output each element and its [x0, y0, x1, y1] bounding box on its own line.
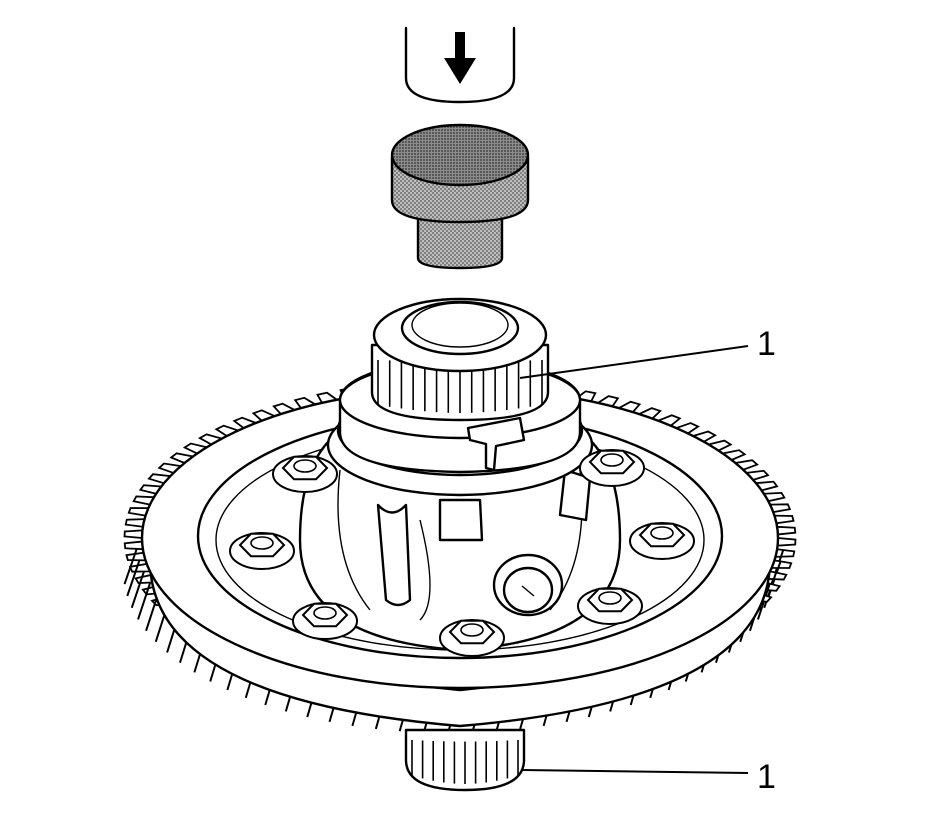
gear-tooth-face [126, 560, 141, 597]
gear-tooth [123, 540, 144, 551]
callout-label: 1 [757, 325, 776, 363]
gear-tooth [774, 548, 796, 558]
upper-bearing [370, 297, 550, 422]
gear-tooth-face [130, 571, 145, 609]
gear-tooth [776, 537, 797, 547]
gear-tooth [776, 525, 797, 536]
bearing-installer-tool [390, 123, 530, 270]
down-arrow-icon [444, 32, 476, 84]
hex-nut [229, 532, 295, 570]
callout-upper-bearing: 1 [519, 325, 776, 379]
hex-nut [292, 602, 358, 640]
gear-tooth [123, 529, 144, 539]
callout-lower-bearing: 1 [521, 758, 776, 796]
pinion-shaft-end [492, 553, 564, 617]
hex-nut [272, 455, 338, 493]
press-ram [404, 26, 516, 104]
lower-bearing [404, 728, 526, 792]
gear-tooth-face [123, 549, 138, 585]
ring-gear-bolts [229, 449, 695, 657]
gear-tooth [124, 518, 146, 528]
hex-nut [579, 449, 645, 487]
hex-nut [577, 587, 643, 625]
hex-nut [629, 522, 695, 560]
hex-nut [439, 619, 505, 657]
callout-label: 1 [757, 758, 776, 796]
gear-tooth-face [137, 582, 152, 620]
